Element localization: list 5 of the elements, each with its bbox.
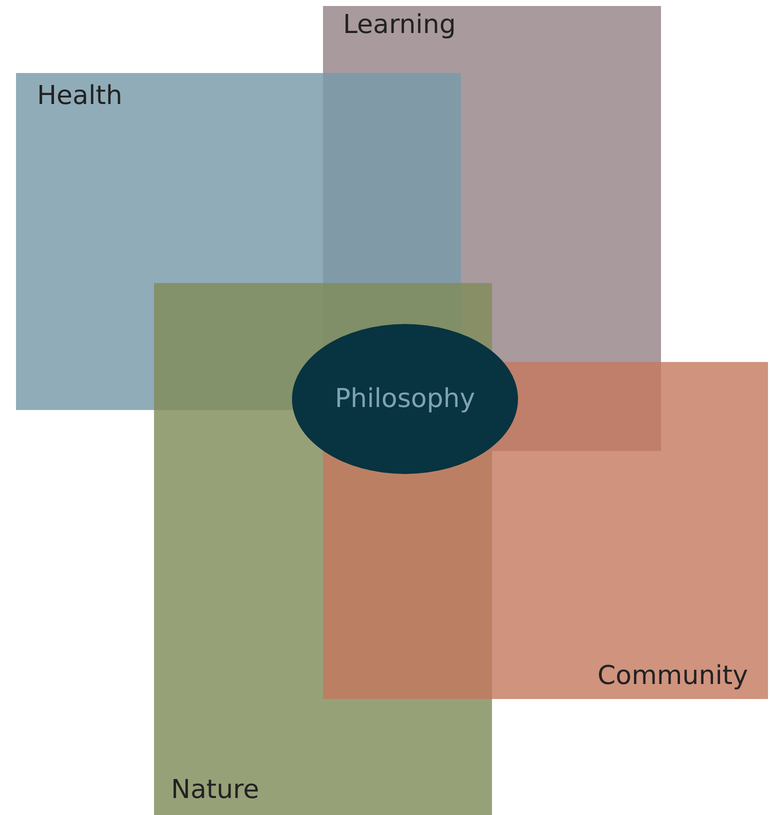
center-label: Philosophy	[334, 384, 476, 414]
topic-label: Nature	[171, 775, 260, 805]
topic-label: Community	[598, 661, 748, 691]
topic-label: Health	[37, 81, 122, 111]
topic-label: Learning	[343, 10, 456, 40]
